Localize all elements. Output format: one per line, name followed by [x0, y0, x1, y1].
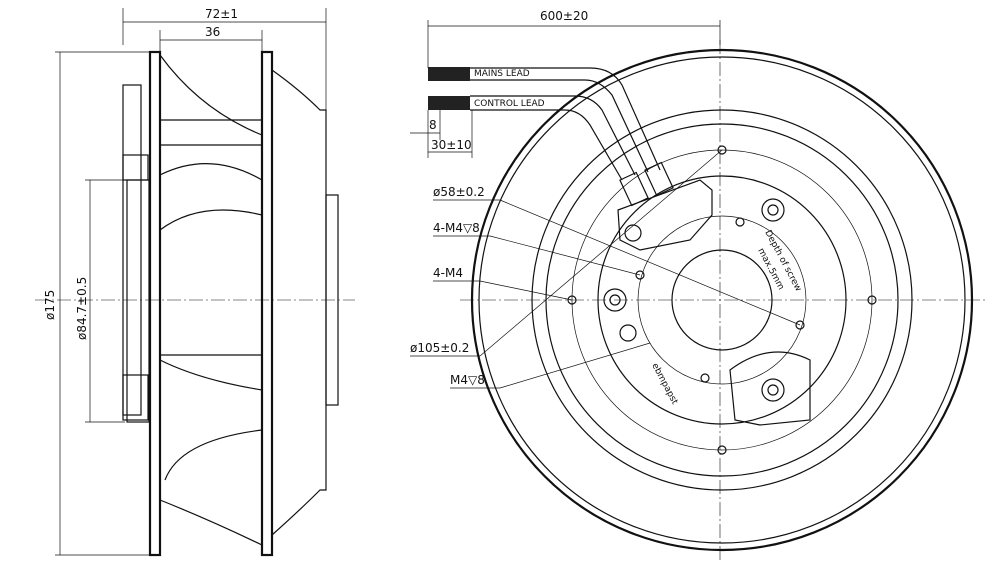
- rotor-ring: [597, 175, 847, 425]
- blade-8: [164, 429, 263, 481]
- front-view: Depth of screw max.5mm ebmpapst MAINS LE…: [410, 9, 985, 560]
- brand-logo: ebmpapst: [649, 362, 679, 407]
- motor-flange: [122, 84, 142, 416]
- blade-1: [159, 54, 263, 136]
- dim-overall-width: 72±1: [205, 7, 238, 21]
- leader-4m4: [479, 280, 573, 301]
- dim-motor-diameter: ø84.7±0.5: [75, 277, 89, 340]
- mains-lead-label: MAINS LEAD: [474, 69, 530, 79]
- mains-lead-end: [428, 67, 470, 81]
- blade-6: [159, 359, 263, 391]
- lead-grommet-top: [122, 154, 149, 181]
- outer-impeller-ring: [470, 48, 974, 552]
- shroud-ring: [531, 109, 913, 491]
- bolt-hole-bottom: [717, 445, 727, 455]
- small-hole-2: [735, 217, 745, 227]
- callout-m4: M4▽8: [450, 373, 485, 387]
- leader-m4: [499, 342, 651, 389]
- small-hole-3: [795, 320, 805, 330]
- dim-outer-diameter: ø175: [43, 290, 57, 320]
- boss-top-right: [761, 198, 785, 222]
- bolt-hole-right: [867, 295, 877, 305]
- boss-bottom-right-hole: [767, 384, 779, 396]
- bolt-circle-58: [637, 215, 807, 385]
- small-hole-4: [700, 373, 710, 383]
- mains-lead-connector: [644, 161, 674, 197]
- leader-58: [499, 199, 801, 326]
- blade-2: [159, 119, 263, 146]
- control-lead-wire-bottom: [470, 109, 623, 181]
- blade-3: [159, 163, 263, 181]
- lead-clamp-plate: [617, 179, 713, 251]
- boss-top-right-hole: [767, 204, 779, 216]
- callout-4m4: 4-M4: [433, 266, 463, 280]
- blade-4: [159, 209, 263, 231]
- mains-lead-wire-bottom: [470, 79, 649, 173]
- bolt-hole-left: [567, 295, 577, 305]
- blade-7: [159, 499, 263, 546]
- electronics-cover: [729, 351, 811, 426]
- callout-58: ø58±0.2: [433, 185, 485, 199]
- mains-lead-wire-top: [470, 67, 661, 171]
- control-lead-end: [428, 96, 470, 110]
- callout-105: ø105±0.2: [410, 341, 469, 355]
- boss-left-hole: [609, 294, 621, 306]
- lead-grommet-bottom: [122, 374, 149, 421]
- dim-inlet-width: 36: [205, 25, 220, 39]
- small-hole-1: [635, 270, 645, 280]
- bolt-hole-top: [717, 145, 727, 155]
- inlet-hub: [325, 194, 339, 406]
- boss-left: [603, 288, 627, 312]
- hub-circle: [671, 249, 773, 351]
- dim-strip: 8: [429, 118, 437, 132]
- callout-4m4-depth: 4-M4▽8: [433, 221, 480, 235]
- boss-bottom-right: [761, 378, 785, 402]
- inlet-ring: [271, 69, 327, 536]
- dim-lead-length: 600±20: [540, 9, 588, 23]
- boss-lead-clamp: [624, 224, 642, 242]
- ground-symbol: [619, 324, 637, 342]
- impeller-backplate: [148, 50, 162, 557]
- control-lead-wire-top: [470, 95, 636, 176]
- motor-body: [126, 179, 150, 423]
- dim-sleeve: 30±10: [431, 138, 472, 152]
- leader-105: [479, 149, 723, 357]
- control-lead-label: CONTROL LEAD: [474, 99, 545, 109]
- leader-4m4-depth: [489, 235, 641, 276]
- side-view: 72±1 36 ø175 ø84.7±0.5: [35, 7, 355, 557]
- impeller-shroud: [260, 50, 274, 557]
- control-lead-connector: [619, 171, 649, 207]
- outer-impeller-inner-ring: [478, 56, 966, 544]
